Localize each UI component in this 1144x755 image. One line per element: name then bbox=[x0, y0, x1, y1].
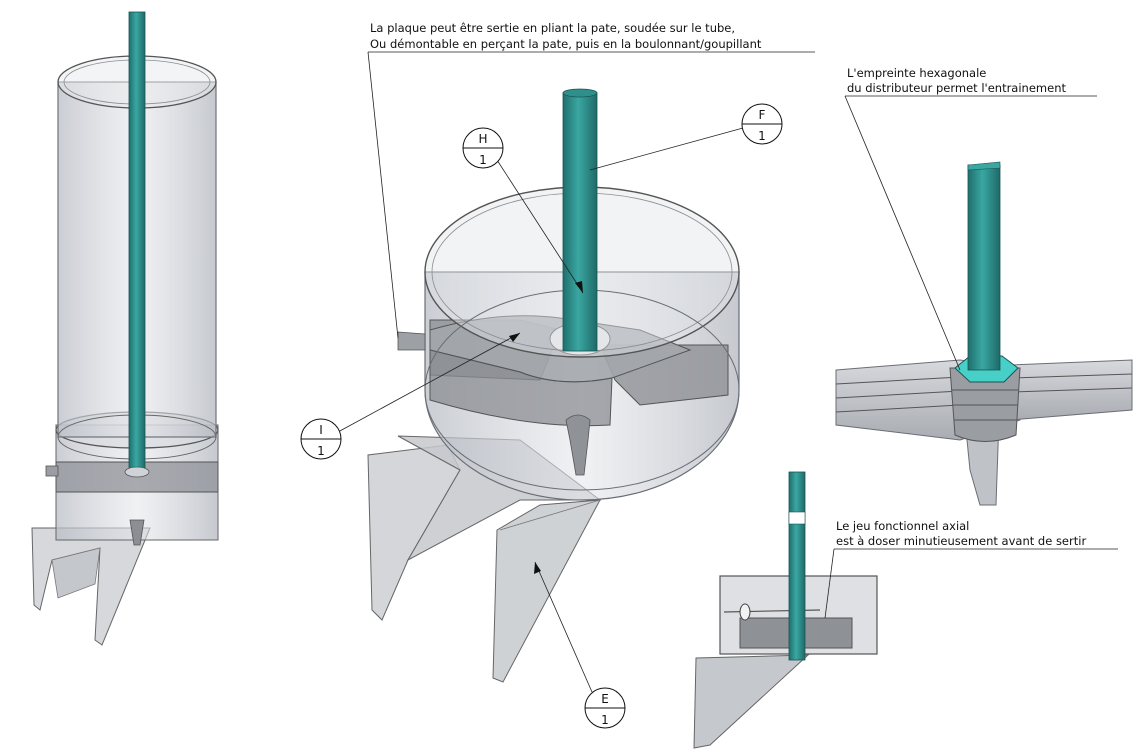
note-hex-line2: du distributeur permet l'entrainement bbox=[847, 81, 1066, 95]
shaft-bowl bbox=[562, 92, 598, 352]
agitator-body bbox=[429, 349, 613, 427]
callout-F-scale: 1 bbox=[758, 129, 766, 143]
callout-H[interactable]: H 1 bbox=[462, 127, 504, 169]
callout-I-scale: 1 bbox=[317, 444, 325, 458]
bowl-assembly-view bbox=[367, 88, 740, 683]
hex-distributor-view bbox=[835, 161, 1133, 506]
tab-lug bbox=[397, 331, 426, 351]
lug-left bbox=[45, 465, 59, 477]
note-plate: La plaque peut être sertie en pliant la … bbox=[370, 21, 762, 51]
callout-I-letter: I bbox=[319, 423, 323, 437]
callout-E-scale: 1 bbox=[601, 713, 609, 727]
note-plate-line1: La plaque peut être sertie en pliant la … bbox=[370, 21, 735, 35]
nozzle-tall bbox=[129, 519, 145, 546]
shaft-tall-seat bbox=[124, 466, 150, 478]
shaft-hex bbox=[967, 164, 1001, 371]
callout-E-letter: E bbox=[601, 692, 609, 706]
callout-E[interactable]: E 1 bbox=[584, 687, 626, 729]
nozzle-bowl bbox=[565, 414, 591, 476]
callout-F[interactable]: F 1 bbox=[741, 103, 783, 145]
chute-right-plate bbox=[492, 499, 601, 683]
note-hex: L'empreinte hexagonale du distributeur p… bbox=[847, 66, 1066, 95]
callout-F-letter: F bbox=[759, 108, 766, 122]
callout-H-letter: H bbox=[478, 132, 487, 146]
shaft-section bbox=[788, 471, 806, 661]
section-chute bbox=[693, 654, 810, 749]
chute-left bbox=[31, 527, 151, 646]
section-pin-head bbox=[739, 603, 751, 621]
chute-inner bbox=[51, 547, 101, 599]
chute-crease bbox=[499, 499, 601, 531]
tall-assembly-view bbox=[31, 11, 219, 646]
note-plate-line2: Ou démontable en perçant la pate, puis e… bbox=[370, 37, 762, 51]
callout-H-scale: 1 bbox=[479, 153, 487, 167]
callout-I[interactable]: I 1 bbox=[300, 418, 342, 460]
note-axial: Le jeu fonctionnel axial est à doser min… bbox=[836, 519, 1086, 548]
note-hex-line1: L'empreinte hexagonale bbox=[847, 66, 986, 80]
shaft-section-gap bbox=[788, 511, 806, 525]
shaft-tall bbox=[128, 11, 146, 473]
leader-lines bbox=[337, 51, 1118, 693]
axial-section-view bbox=[693, 471, 878, 749]
note-axial-line2: est à doser minutieusement avant de sert… bbox=[836, 534, 1086, 548]
shaft-hex-top bbox=[967, 161, 1001, 171]
note-axial-line1: Le jeu fonctionnel axial bbox=[836, 519, 969, 533]
shaft-bowl-top bbox=[562, 88, 598, 98]
